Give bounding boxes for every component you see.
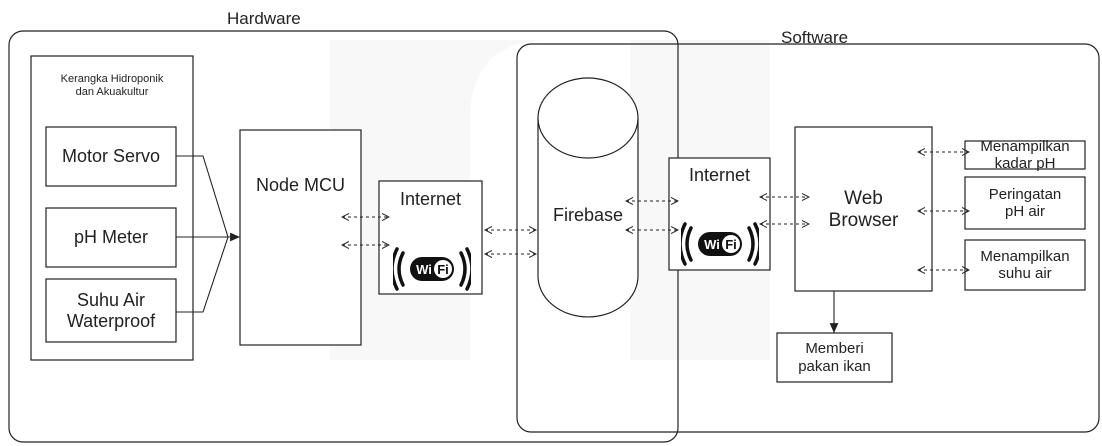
suhu-air-label: Suhu Air Waterproof [46,279,176,342]
internet-sw-label: Internet [688,165,751,185]
wifi-icon: Wi Fi [393,247,471,291]
web-browser-line2: Browser [828,209,899,231]
motor-servo-box [45,126,177,187]
kerangka-title-line1: Kerangka Hidroponik [60,73,164,85]
output-suhu-box [964,239,1086,291]
kerangka-title: Kerangka Hidroponik dan Akuakultur [31,73,193,98]
wifi-hw-text-wi: Wi [416,262,432,277]
web-browser-box [794,126,933,292]
node-mcu-box [239,129,362,346]
ph-meter-box [45,207,177,268]
feeder-box [776,332,893,383]
feeder-line1: Memberi [805,340,864,358]
output-peringatan-line2: pH air [1004,203,1045,220]
ph-meter-text: pH Meter [73,227,149,248]
output-kadar-ph-line1: Menampilkan [980,137,1070,155]
motor-servo-label: Motor Servo [46,127,176,186]
software-frame [516,43,1100,433]
wifi-sw-text-wi: Wi [704,237,720,252]
output-peringatan-line1: Peringatan [988,185,1062,203]
suhu-air-text-line1: Suhu Air [76,289,146,310]
output-kadar-ph-line2: kadar pH [994,155,1056,172]
motor-servo-text: Motor Servo [61,146,161,167]
output-suhu-line1: Menampilkan [980,247,1070,265]
web-browser-line1: Web [844,188,883,209]
output-peringatan-box [964,176,1086,230]
kerangka-frame [30,55,194,361]
node-mcu-label: Node MCU [255,175,346,195]
dashed-connectors [342,152,969,270]
software-title: Software [781,28,849,47]
internet-hw-label: Internet [399,189,462,209]
output-suhu-line2: suhu air [998,265,1052,282]
output-kadar-ph-label: Menampilkan kadar pH [965,128,1085,182]
feeder-label: Memberi pakan ikan [777,333,892,382]
suhu-air-text-line2: Waterproof [66,310,156,331]
web-browser-label: Web Browser [795,188,932,232]
wifi-icon: Wi Fi [681,222,759,266]
wifi-hw-text-fi: Fi [437,262,449,277]
suhu-air-box [45,278,177,343]
feeder-line2: pakan ikan [798,357,871,375]
output-suhu-label: Menampilkan suhu air [965,240,1085,290]
firebase-label: Firebase [552,205,624,225]
output-peringatan-label: Peringatan pH air [965,177,1085,229]
hardware-title: Hardware [227,9,301,28]
output-kadar-ph-box [964,140,1086,170]
sensor-connectors [176,155,240,313]
ph-meter-label: pH Meter [46,208,176,267]
firebase-cylinder [537,77,639,318]
kerangka-title-line2: dan Akuakultur [75,85,149,98]
wifi-sw-text-fi: Fi [725,237,737,252]
